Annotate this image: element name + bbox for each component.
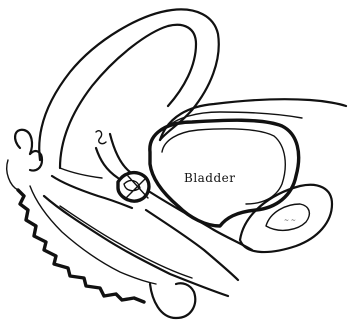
bladder-inner xyxy=(162,129,285,204)
posterior-wall-jagged xyxy=(18,190,144,302)
central-knot-scribble xyxy=(124,176,148,198)
central-knot xyxy=(118,173,149,201)
left-fold-1 xyxy=(15,130,32,154)
lower-bulb xyxy=(150,283,195,318)
tube-left xyxy=(96,148,118,178)
left-fold-3 xyxy=(7,160,18,190)
tube-squiggle xyxy=(96,131,106,144)
right-oval-mark: ~ ~ xyxy=(284,217,296,224)
tube-right xyxy=(110,134,130,172)
loop-connector xyxy=(60,168,102,178)
upper-loop-inner xyxy=(60,25,196,168)
bladder-label: Bladder xyxy=(184,171,236,185)
middle-passage-inner xyxy=(60,206,192,278)
